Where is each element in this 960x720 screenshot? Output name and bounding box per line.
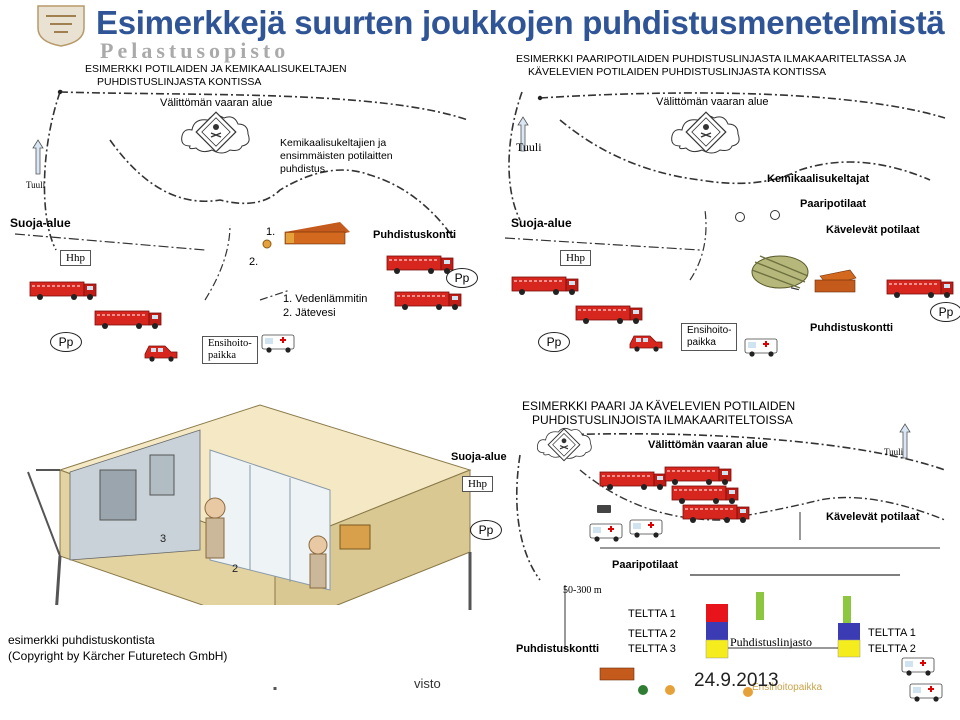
p3-hhp-label: Hhp bbox=[462, 476, 493, 492]
p1-header: ESIMERKKI POTILAIDEN JA KEMIKAALISUKELTA… bbox=[85, 63, 347, 89]
p2-first-aid-line1: Ensihoito- bbox=[687, 325, 732, 336]
p3-first-aid-label: Ensihoitopaikka bbox=[752, 682, 823, 693]
p3-header: ESIMERKKI PAARI JA KÄVELEVIEN POTILAIDEN… bbox=[522, 399, 795, 427]
image-caption: esimerkki puhdistuskontista (Copyright b… bbox=[8, 632, 227, 664]
p2-walking-label: Kävelevät potilaat bbox=[826, 224, 920, 236]
page-title: Esimerkkejä suurten joukkojen puhdistusm… bbox=[96, 4, 945, 41]
p3-container-label: Puhdistuskontti bbox=[516, 643, 600, 655]
p2-container-label: Puhdistuskontti bbox=[810, 322, 894, 334]
p1-wind-arrow bbox=[32, 139, 44, 175]
p2-pp-marker-2: Pp bbox=[930, 302, 960, 322]
caption-line2: (Copyright by Kärcher Futuretech GmbH) bbox=[8, 649, 228, 663]
p2-arch-tent-icon bbox=[751, 255, 809, 289]
p1-header-line1: ESIMERKKI POTILAIDEN JA KEMIKAALISUKELTA… bbox=[85, 63, 347, 75]
p1-cloud-note-line1: Kemikaalisukeltajien ja bbox=[280, 137, 387, 149]
p2-stretcher-label: Paaripotilaat bbox=[800, 198, 867, 210]
tent-yellow-block bbox=[705, 639, 729, 659]
p2-header-line1: ESIMERKKI PAARIPOTILAIDEN PUHDISTUSLINJA… bbox=[516, 53, 907, 65]
p1-pp-marker-2: Pp bbox=[446, 268, 478, 288]
p2-safety-zone-label: Suoja-alue bbox=[511, 216, 572, 230]
p2-header: ESIMERKKI PAARIPOTILAIDEN PUHDISTUSLINJA… bbox=[516, 53, 906, 79]
footer-date: 24.9.2013 bbox=[694, 670, 779, 691]
p1-num1: 1. bbox=[266, 226, 276, 238]
p1-container-label: Puhdistuskontti bbox=[373, 229, 457, 241]
p3-header-line2: PUHDISTUSLINJOISTA ILMAKAARITELTOISSA bbox=[532, 413, 793, 427]
p3-danger-zone-label: Välittömän vaaran alue bbox=[648, 439, 768, 451]
p1-legend1: 1. Vedenlämmitin bbox=[283, 293, 368, 305]
p1-first-aid-label: Ensihoito- paikka bbox=[202, 336, 258, 364]
p3-tent1b-label: TELTTA 1 bbox=[868, 627, 916, 639]
p1-container-icon bbox=[284, 222, 350, 245]
tent-red-block bbox=[706, 604, 728, 622]
p1-num2: 2. bbox=[249, 256, 259, 268]
p2-container-icon bbox=[814, 269, 857, 293]
p3-container-icon bbox=[599, 667, 635, 681]
p2-first-aid-label: Ensihoito- paikka bbox=[681, 323, 738, 351]
caption-line1: esimerkki puhdistuskontista bbox=[8, 633, 155, 647]
p3-stretcher-label: Paaripotilaat bbox=[612, 559, 679, 571]
p1-pp-marker: Pp bbox=[50, 332, 82, 352]
p1-danger-line bbox=[109, 139, 456, 241]
p1-header-line2: PUHDISTUSLINJASTA KONTISSA bbox=[97, 76, 262, 88]
logo-wordmark: Pelastusopisto bbox=[100, 38, 290, 63]
p1-cloud-note: Kemikaalisukeltajien ja ensimmäisten pot… bbox=[280, 137, 393, 176]
p1-danger-zone-label: Välittömän vaaran alue bbox=[160, 97, 273, 109]
svg-text:2: 2 bbox=[232, 563, 238, 575]
footer-fragment: visto bbox=[414, 676, 441, 691]
p3-safety-zone-label: Suoja-alue bbox=[451, 451, 507, 463]
p2-first-aid-line2: paikka bbox=[687, 337, 716, 348]
p1-boundary-left bbox=[43, 91, 61, 251]
p1-legend2: 2. Jätevesi bbox=[283, 307, 336, 319]
p3-walking-label: Kävelevät potilaat bbox=[826, 511, 920, 523]
p3-tent3-label: TELTTA 3 bbox=[628, 643, 676, 655]
p2-danger-zone-label: Välittömän vaaran alue bbox=[656, 96, 769, 108]
p1-first-aid-line2: paikka bbox=[208, 350, 236, 361]
p2-hhp-label: Hhp bbox=[560, 250, 591, 266]
p2-chem-divers-label: Kemikaalisukeltajat bbox=[767, 173, 870, 185]
p1-cloud-note-line2: ensimmäisten potilaitten bbox=[280, 150, 393, 162]
p3-line-label: Puhdistuslinjasto bbox=[730, 635, 813, 649]
p1-hhp-label: Hhp bbox=[60, 250, 91, 266]
crest-logo bbox=[37, 5, 85, 47]
p2-pp-marker: Pp bbox=[538, 332, 570, 352]
p3-tent1-label: TELTTA 1 bbox=[628, 608, 676, 620]
tent-blue-block bbox=[706, 622, 728, 640]
p1-cloud-note-line3: puhdistus bbox=[280, 163, 325, 175]
p1-first-aid-line1: Ensihoito- bbox=[208, 338, 252, 349]
p3-tent2-label: TELTTA 2 bbox=[628, 628, 676, 640]
p3-pp-marker: Pp bbox=[470, 520, 502, 540]
p1-boundary-top bbox=[59, 91, 469, 121]
p1-safety-zone-label: Suoja-alue bbox=[10, 216, 71, 230]
p1-wind-label: Tuuli bbox=[26, 180, 46, 190]
p3-header-line1: ESIMERKKI PAARI JA KÄVELEVIEN POTILAIDEN bbox=[522, 399, 796, 413]
p3-tent2b-label: TELTTA 2 bbox=[868, 643, 916, 655]
p3-wind-label: Tuuli bbox=[884, 447, 904, 457]
p3-distance-label: 50-300 m bbox=[563, 585, 602, 596]
svg-text:3: 3 bbox=[160, 533, 166, 545]
p2-wind-label: Tuuli bbox=[516, 140, 542, 154]
p2-header-line2: KÄVELEVIEN POTILAIDEN PUHDISTUSLINJASTA … bbox=[528, 66, 826, 78]
